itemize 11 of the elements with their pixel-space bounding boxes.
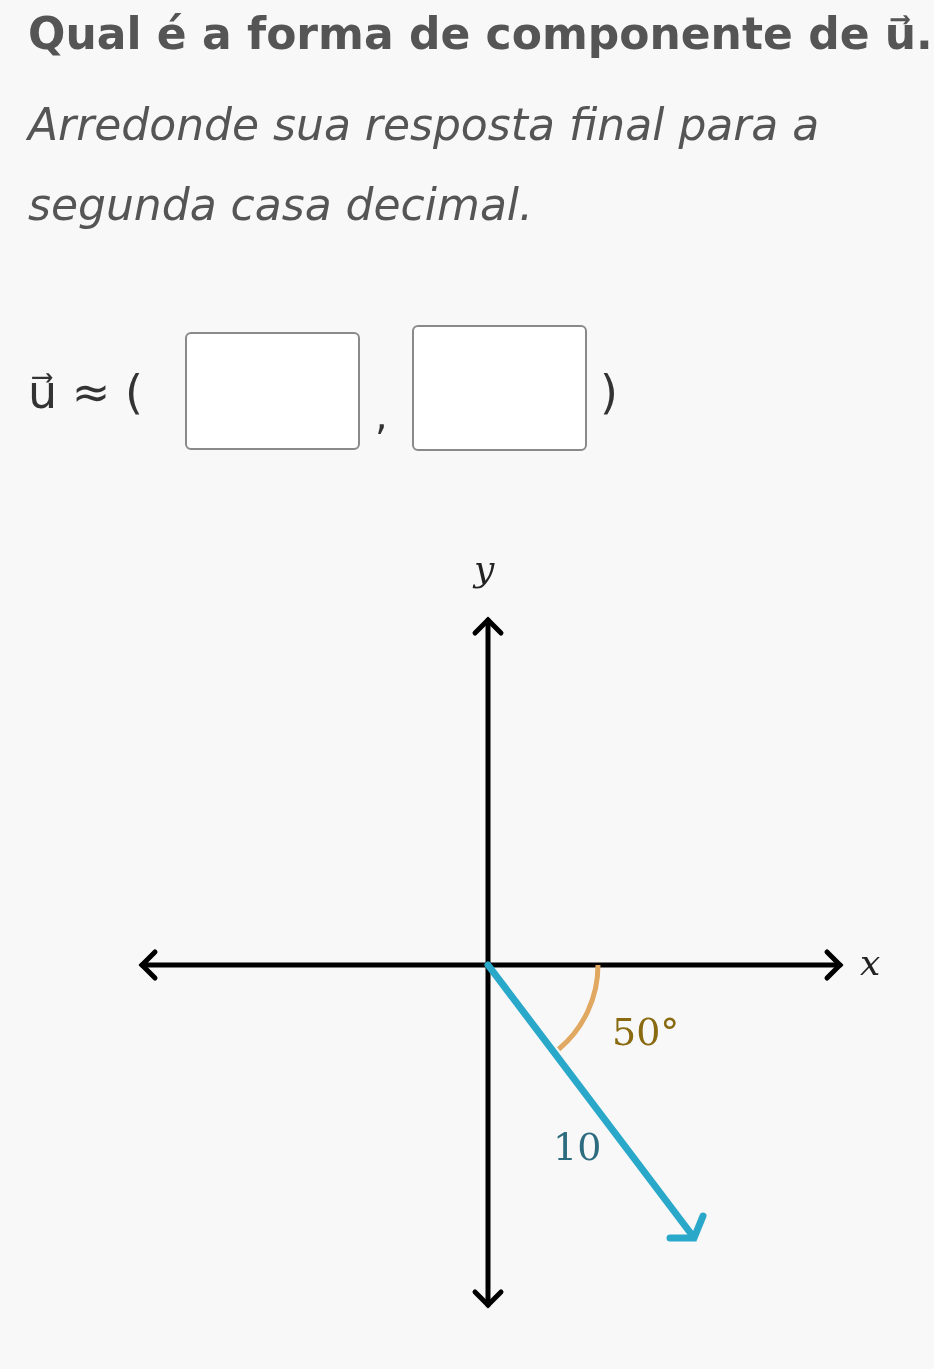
axis-label: x [860,942,881,983]
input-field [412,325,587,451]
input-field [185,332,360,450]
question-title: Qual é a forma de componente de u⃗. [28,8,933,59]
comma: , [375,392,388,438]
instruction-text: Arredonde sua resposta final para a segunda casa decimal. [28,98,821,232]
formula-text: u⃗ ≈ ( [28,365,143,419]
magnitude-label: 10 [553,1125,602,1169]
axis-label: y [474,548,495,589]
angle-label: 50° [612,1010,680,1054]
formula-text: ) [600,365,618,419]
